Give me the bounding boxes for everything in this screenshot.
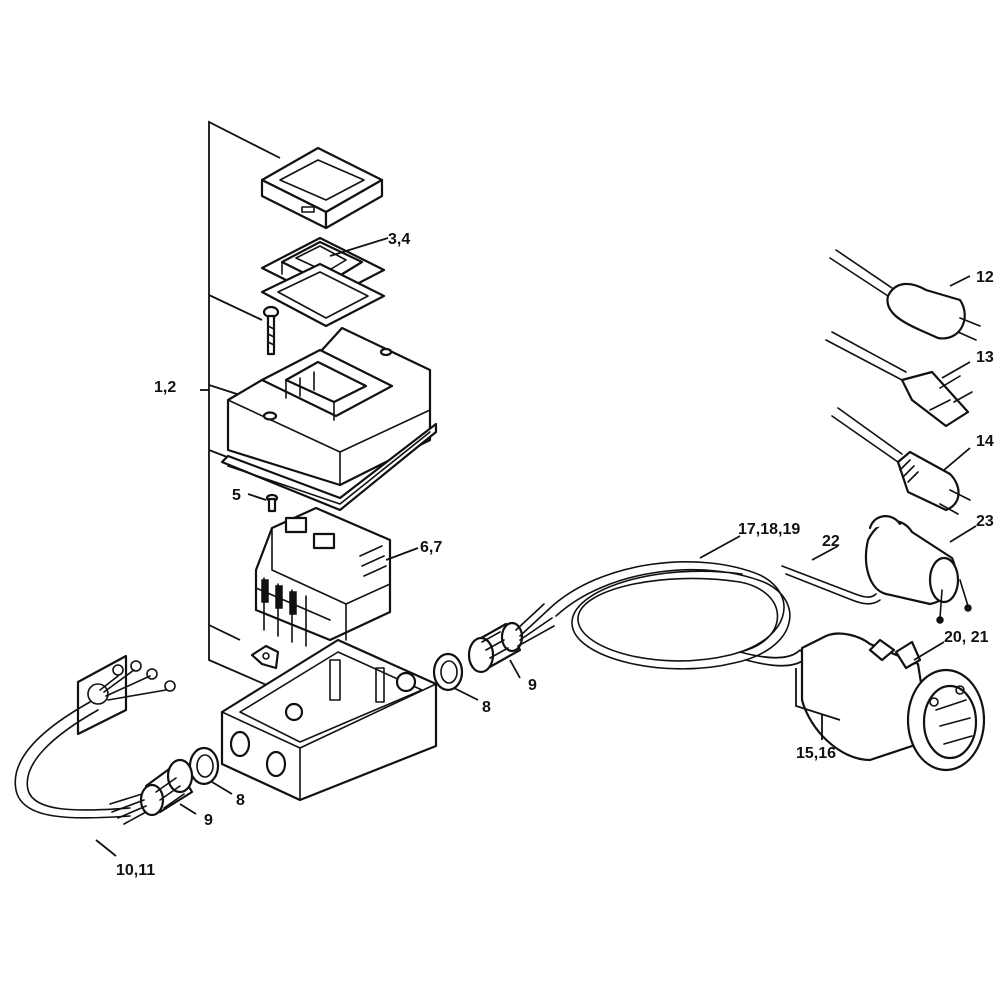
- cable-lead-22: [781, 565, 881, 605]
- top-frame: [260, 146, 384, 230]
- leader-lines: [95, 237, 977, 857]
- cable-assembly-left: [14, 654, 176, 819]
- plug-13: [825, 331, 973, 428]
- callout-15-16: 15,16: [796, 745, 836, 762]
- plug-23: [864, 515, 972, 624]
- callout-14: 14: [976, 433, 994, 450]
- callout-9-right: 9: [528, 677, 537, 694]
- industrial-plug: [800, 632, 986, 772]
- coiled-cable: [547, 561, 843, 699]
- callout-8-left: 8: [236, 792, 245, 809]
- screw: [262, 305, 280, 356]
- housing-cover: [226, 326, 432, 487]
- cable-gland-left: [109, 758, 194, 825]
- callout-8-right: 8: [482, 699, 491, 716]
- switch-block: [254, 506, 392, 647]
- callout-10-11: 10,11: [116, 862, 155, 879]
- gasket-plate: [260, 262, 386, 328]
- base-box: [220, 638, 438, 802]
- assembly-bracket: [208, 120, 281, 691]
- cable-clip: [250, 644, 280, 670]
- callout-20-21: 20, 21: [944, 629, 989, 646]
- callout-1-2: 1,2: [154, 379, 176, 396]
- callout-6-7: 6,7: [420, 539, 442, 556]
- small-screw: [265, 493, 279, 513]
- lock-nut-left: [188, 746, 220, 786]
- callout-9-left: 9: [204, 812, 213, 829]
- callout-12: 12: [976, 269, 994, 286]
- callout-13: 13: [976, 349, 994, 366]
- plug-14: [831, 407, 971, 515]
- cable-gland-right: [467, 603, 555, 674]
- callout-5: 5: [232, 487, 241, 504]
- callout-22: 22: [822, 533, 840, 550]
- callout-3-4: 3,4: [388, 231, 410, 248]
- housing-gasket: [220, 422, 438, 512]
- plug-12: [829, 249, 981, 341]
- callout-23: 23: [976, 513, 994, 530]
- bracket-15-16: [795, 668, 841, 740]
- callout-17-18-19: 17,18,19: [738, 521, 800, 538]
- lock-nut-right: [432, 652, 464, 692]
